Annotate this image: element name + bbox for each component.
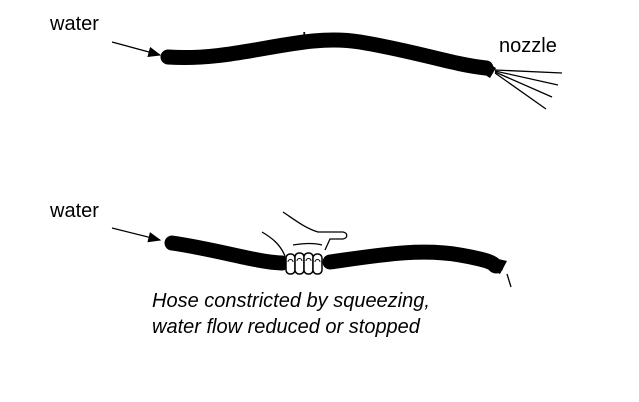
bottom-water-arrow: [111, 227, 162, 243]
water-spray-icon: [494, 69, 563, 110]
bottom-nozzle-icon: [494, 258, 507, 274]
drip-icon: [506, 273, 512, 288]
squeezing-hand-icon: [261, 211, 348, 275]
bottom-hose-right: [322, 244, 504, 274]
bottom-hose-left: [164, 235, 290, 271]
top-nozzle-icon: [482, 61, 496, 78]
top-water-arrow: [111, 41, 162, 57]
bottom-water-label: water: [49, 200, 99, 222]
caption-line-2: water flow reduced or stopped: [152, 316, 421, 338]
hose-label: hose: [302, 30, 345, 52]
caption-line-1: Hose constricted by squeezing,: [152, 290, 430, 312]
nozzle-label: nozzle: [499, 35, 557, 57]
top-water-label: water: [49, 13, 99, 35]
top-hose: [160, 32, 494, 76]
